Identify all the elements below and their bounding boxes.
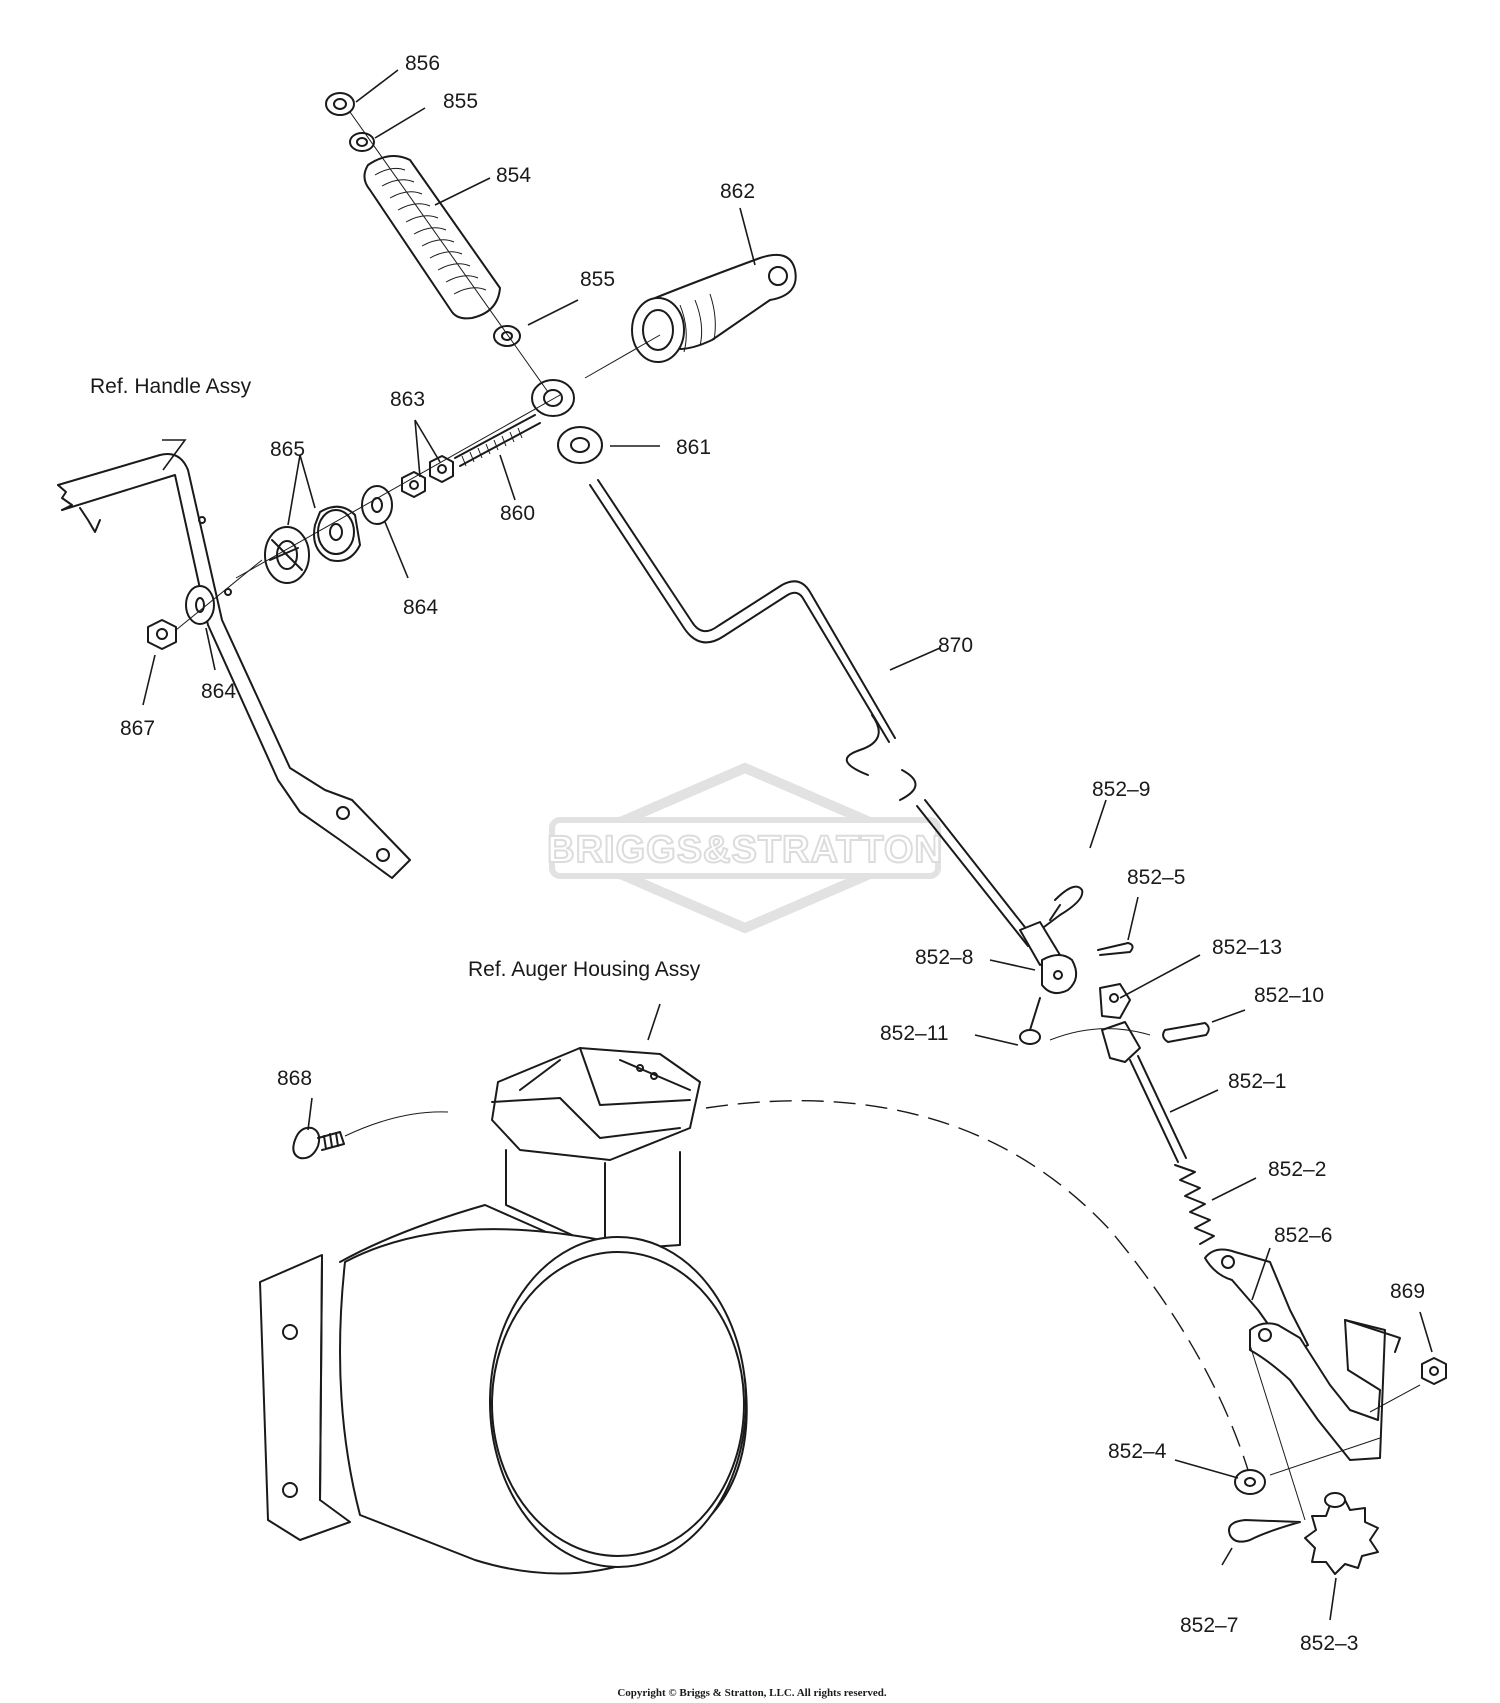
bracket-852-6 bbox=[1204, 1248, 1401, 1461]
part-label-852-10: 852–10 bbox=[1254, 984, 1324, 1007]
bushing-865 bbox=[264, 505, 361, 584]
auger-housing bbox=[259, 1047, 748, 1575]
washer-864-left bbox=[185, 585, 215, 625]
spring-852-2 bbox=[1174, 1164, 1215, 1245]
grommet-861 bbox=[557, 426, 603, 464]
clevis-852-8 bbox=[1019, 921, 1078, 995]
nut-852-13 bbox=[1099, 983, 1131, 1019]
part-label-862: 862 bbox=[720, 180, 755, 203]
part-label-852-2: 852–2 bbox=[1268, 1158, 1326, 1181]
copyright-text: Copyright © Briggs & Stratton, LLC. All … bbox=[617, 1687, 887, 1699]
bolt-868 bbox=[292, 1126, 345, 1160]
part-label-852-13: 852–13 bbox=[1212, 936, 1282, 959]
nut-867 bbox=[147, 619, 177, 650]
gear-852-3 bbox=[1304, 1492, 1379, 1575]
part-label-861: 861 bbox=[676, 436, 711, 459]
watermark-text: BRIGGS&STRATTON bbox=[547, 829, 943, 871]
part-label-864-middle: 864 bbox=[403, 596, 438, 619]
part-label-855-bottom: 855 bbox=[580, 268, 615, 291]
part-label-863: 863 bbox=[390, 388, 425, 411]
brand-watermark: BRIGGS&STRATTON bbox=[546, 762, 943, 934]
part-label-855-top: 855 bbox=[443, 90, 478, 113]
part-label-869: 869 bbox=[1390, 1280, 1425, 1303]
part-label-870: 870 bbox=[938, 634, 973, 657]
part-label-864-left: 864 bbox=[201, 680, 236, 703]
washer-864-middle bbox=[361, 485, 393, 525]
part-label-854: 854 bbox=[496, 164, 531, 187]
part-label-852-6: 852–6 bbox=[1274, 1224, 1332, 1247]
handle-cap-862 bbox=[631, 254, 797, 363]
washer-852-4 bbox=[1234, 1469, 1266, 1495]
swivel-block bbox=[1049, 1021, 1151, 1063]
auger-arc bbox=[705, 1100, 1249, 1471]
screw-852-11 bbox=[1019, 997, 1041, 1045]
part-label-856: 856 bbox=[405, 52, 440, 75]
pin-852-10 bbox=[1162, 1022, 1210, 1043]
eye-bolt-860 bbox=[454, 379, 575, 467]
rod-870 bbox=[589, 479, 1036, 947]
part-label-852-5: 852–5 bbox=[1127, 866, 1185, 889]
part-label-868: 868 bbox=[277, 1067, 312, 1090]
part-label-852-4: 852–4 bbox=[1108, 1440, 1167, 1463]
part-label-852-9: 852–9 bbox=[1092, 778, 1150, 801]
nut-869 bbox=[1421, 1357, 1447, 1385]
washer-855-bottom bbox=[493, 325, 521, 347]
rod-852-1 bbox=[1129, 1055, 1187, 1163]
part-label-860: 860 bbox=[500, 502, 535, 525]
part-label-852-7: 852–7 bbox=[1180, 1614, 1238, 1637]
hairpin-852-9 bbox=[1039, 885, 1084, 931]
leader-lines bbox=[142, 69, 1433, 1621]
washer-855-top bbox=[349, 132, 375, 152]
part-label-852-3: 852–3 bbox=[1300, 1632, 1358, 1655]
cap-856 bbox=[325, 92, 355, 116]
handle-assembly bbox=[57, 453, 411, 879]
ref-handle-assy-label: Ref. Handle Assy bbox=[90, 375, 252, 398]
cotter-pin-852-5 bbox=[1097, 942, 1134, 956]
clip-852-7 bbox=[1228, 1519, 1301, 1543]
nuts-863 bbox=[401, 455, 454, 498]
grip-854 bbox=[363, 155, 501, 320]
part-label-852-8: 852–8 bbox=[915, 946, 973, 969]
part-label-852-11: 852–11 bbox=[880, 1022, 949, 1045]
part-label-852-1: 852–1 bbox=[1228, 1070, 1286, 1093]
ref-auger-housing-assy-label: Ref. Auger Housing Assy bbox=[468, 958, 701, 981]
part-label-865: 865 bbox=[270, 438, 305, 461]
part-label-867: 867 bbox=[120, 717, 155, 740]
